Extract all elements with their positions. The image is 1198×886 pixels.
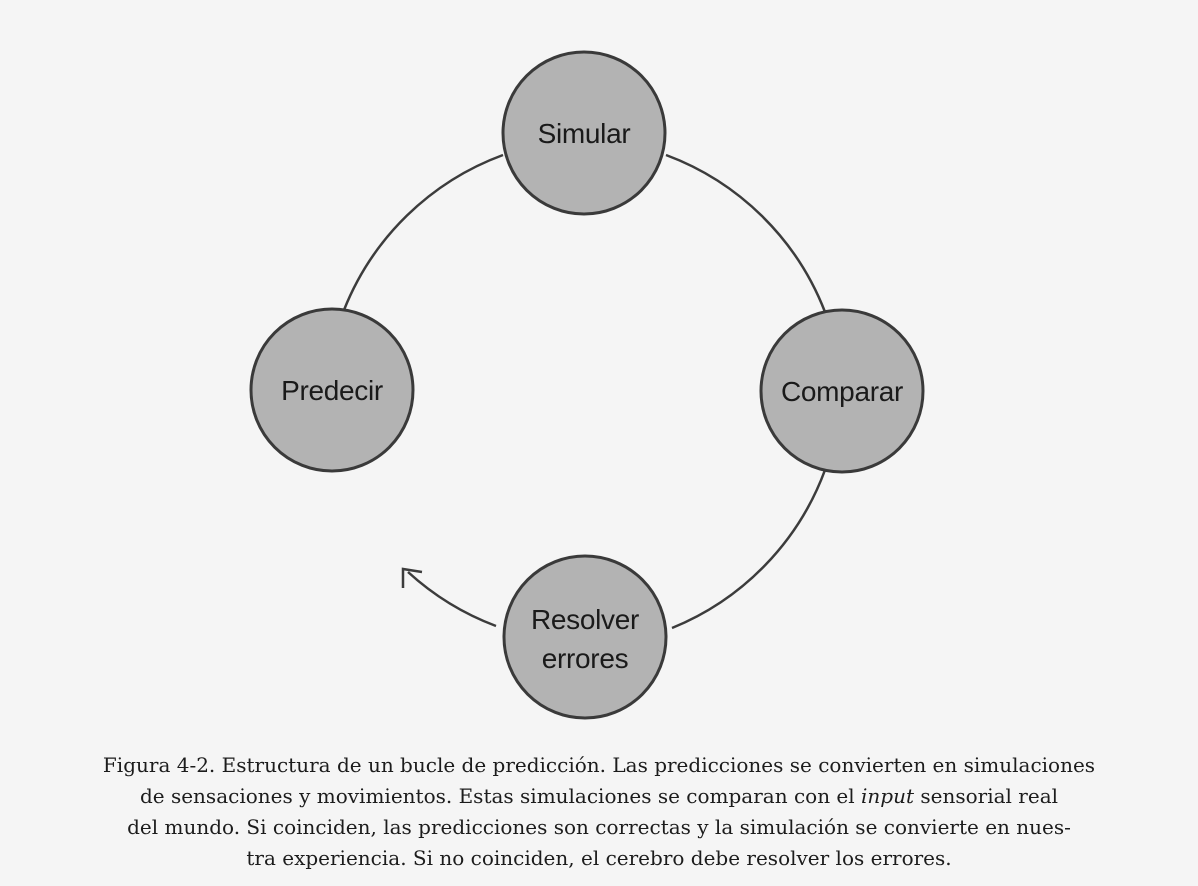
caption-line-2-start: de sensaciones y movimientos. Estas simu… bbox=[139, 784, 862, 808]
figure-caption: Figura 4-2. Estructura de un bucle de pr… bbox=[60, 750, 1138, 874]
arc-comparar-to-resolver bbox=[671, 469, 827, 630]
caption-line-1: Figura 4-2. Estructura de un bucle de pr… bbox=[102, 753, 1096, 777]
caption-line-2: de sensaciones y movimientos. Estas simu… bbox=[60, 781, 1138, 812]
node-simular: Simular bbox=[501, 50, 667, 216]
caption-line-2-end: sensorial real bbox=[914, 784, 1059, 808]
node-simular-label: Simular bbox=[538, 118, 631, 149]
arrowhead-icon bbox=[401, 567, 423, 588]
arc-resolver-to-predecir bbox=[407, 571, 497, 628]
arc-simular-to-comparar bbox=[665, 153, 827, 313]
node-comparar-label: Comparar bbox=[781, 376, 903, 407]
caption-line-4: tra experiencia. Si no coinciden, el cer… bbox=[246, 846, 952, 870]
node-predecir-label: Predecir bbox=[281, 375, 383, 406]
node-predecir: Predecir bbox=[249, 307, 415, 473]
caption-input-emphasis: input bbox=[861, 784, 915, 808]
node-comparar: Comparar bbox=[759, 308, 925, 474]
prediction-loop-diagram: Simular Comparar Resolver errores Predec… bbox=[249, 50, 925, 720]
node-resolver-label-line2: errores bbox=[542, 643, 629, 674]
arc-predecir-to-simular bbox=[342, 153, 504, 311]
caption-line-3: del mundo. Si coinciden, las prediccione… bbox=[127, 815, 1071, 839]
node-resolver-errores: Resolver errores bbox=[502, 554, 668, 720]
node-resolver-label-line1: Resolver bbox=[531, 604, 639, 635]
